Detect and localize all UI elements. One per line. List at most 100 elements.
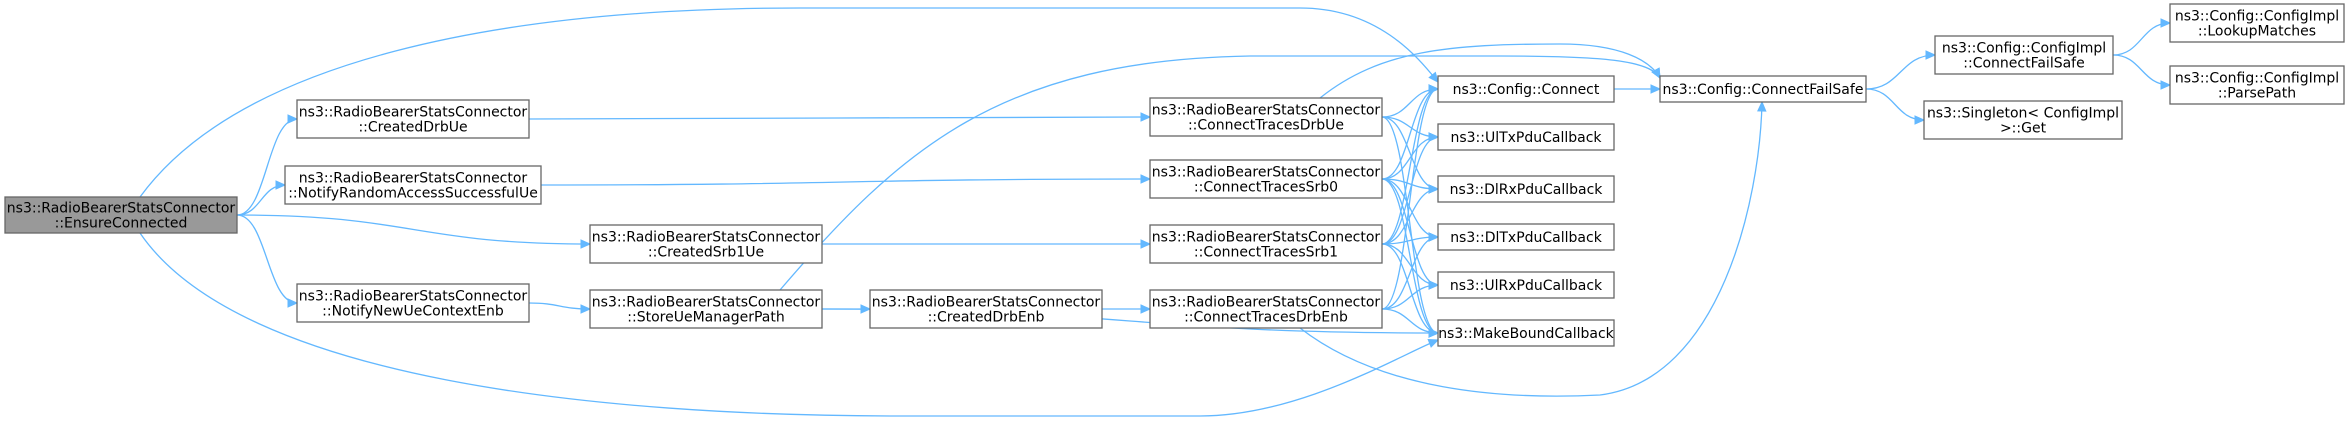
arrowhead-cfgConnect-to-connectFailSafe: [1650, 84, 1662, 94]
node-label-line: ns3::Config::ConfigImpl: [1942, 41, 2106, 57]
node-ctsrb1[interactable]: ns3::RadioBearerStatsConnector::ConnectT…: [1149, 224, 1383, 264]
node-ctdrbue[interactable]: ns3::RadioBearerStatsConnector::ConnectT…: [1149, 97, 1383, 137]
node-box: [1437, 75, 1615, 103]
arrowhead-connectFailSafe-to-implConnectFailSafe: [1925, 50, 1937, 60]
node-implconnectfailsafe[interactable]: ns3::Config::ConfigImpl::ConnectFailSafe: [1934, 35, 2114, 75]
node-label-line: ns3::RadioBearerStatsConnector: [1152, 295, 1381, 311]
edge-ctSrb1-to-ulRx: [1381, 243, 1439, 286]
node-label-line: ::LookupMatches: [2198, 24, 2316, 40]
edge-implConnectFailSafe-to-lookupMatches: [2112, 22, 2171, 56]
node-makebound[interactable]: ns3::MakeBoundCallback: [1437, 319, 1615, 347]
edge-ensure-to-cfgConnect: [139, 7, 1439, 198]
node-label-line: ns3::RadioBearerStatsConnector: [299, 289, 528, 305]
node-dlrx[interactable]: ns3::DlRxPduCallback: [1437, 175, 1615, 203]
node-ctsrb0[interactable]: ns3::RadioBearerStatsConnector::ConnectT…: [1149, 159, 1383, 199]
node-label-line: ::CreatedDrbUe: [358, 120, 467, 136]
node-parsepath[interactable]: ns3::Config::ConfigImpl::ParsePath: [2169, 65, 2345, 105]
node-label-line: ns3::RadioBearerStatsConnector: [7, 201, 236, 217]
edge-ctDrbEnb-to-cfgConnect: [1381, 88, 1439, 310]
root-node-box: [4, 196, 238, 234]
node-label-line: ns3::RadioBearerStatsConnector: [299, 105, 528, 121]
node-ultx[interactable]: ns3::UlTxPduCallback: [1437, 123, 1615, 151]
node-label-line: ns3::RadioBearerStatsConnector: [299, 171, 528, 187]
node-label-line: ::ConnectTracesDrbUe: [1188, 118, 1344, 134]
node-label-line: ::CreatedDrbEnb: [928, 310, 1045, 326]
node-label-line: ns3::Config::ConfigImpl: [2175, 9, 2339, 25]
edge-notifyRA-to-ctSrb0: [540, 178, 1151, 186]
node-createddrbue[interactable]: ns3::RadioBearerStatsConnector::CreatedD…: [296, 99, 530, 139]
edge-ctDrbUe-to-connectFailSafe: [1319, 43, 1661, 99]
edge-connectFailSafe-to-singletonGet: [1865, 88, 1925, 121]
node-lookupmatches[interactable]: ns3::Config::ConfigImpl::LookupMatches: [2169, 3, 2345, 43]
node-label-line: ns3::MakeBoundCallback: [1438, 326, 1614, 342]
node-notifynewue[interactable]: ns3::RadioBearerStatsConnector::NotifyNe…: [296, 283, 530, 323]
node-storeue[interactable]: ns3::RadioBearerStatsConnector::StoreUeM…: [589, 289, 823, 329]
node-ulrx[interactable]: ns3::UlRxPduCallback: [1437, 271, 1615, 299]
node-label-line: >::Get: [2000, 121, 2047, 137]
node-box: [2169, 3, 2345, 43]
node-box: [1149, 289, 1383, 329]
node-label-line: ns3::RadioBearerStatsConnector: [1152, 103, 1381, 119]
node-ctdrbenb[interactable]: ns3::RadioBearerStatsConnector::ConnectT…: [1149, 289, 1383, 329]
edge-implConnectFailSafe-to-parsePath: [2112, 54, 2171, 86]
arrowhead-implConnectFailSafe-to-parsePath: [2160, 80, 2172, 90]
node-box: [869, 289, 1103, 329]
node-box: [1149, 224, 1383, 264]
node-box: [1934, 35, 2114, 75]
edges-layer: [139, 7, 2172, 417]
node-box: [284, 165, 542, 205]
arrowhead-ctDrbEnb-to-dlTx: [1428, 232, 1440, 242]
node-singletonget[interactable]: ns3::Singleton< ConfigImpl >::Get: [1923, 100, 2123, 140]
node-notifyra[interactable]: ns3::RadioBearerStatsConnector::NotifyRa…: [284, 165, 542, 205]
node-label-line: ns3::Config::ConfigImpl: [2175, 71, 2339, 87]
arrowhead-ctDrbEnb-to-makeBound: [1428, 328, 1440, 338]
node-label-line: ns3::RadioBearerStatsConnector: [1152, 230, 1381, 246]
arrowhead-notifyRA-to-ctSrb0: [1140, 174, 1152, 184]
node-label-line: ::ConnectTracesSrb1: [1194, 245, 1338, 261]
edge-storeUe-to-connectFailSafe: [779, 55, 1661, 291]
node-label-line: ns3::Config::Connect: [1453, 82, 1600, 98]
arrowhead-ensure-to-notifyNewUe: [287, 298, 299, 308]
edge-ctSrb1-to-cfgConnect: [1381, 88, 1439, 245]
node-label-line: ns3::RadioBearerStatsConnector: [1152, 165, 1381, 181]
node-createddrbenb[interactable]: ns3::RadioBearerStatsConnector::CreatedD…: [869, 289, 1103, 329]
arrowhead-ctSrb1-to-dlRx: [1428, 184, 1440, 194]
arrowhead-ensure-to-createdDrbUe: [287, 114, 299, 124]
node-label-line: ::StoreUeManagerPath: [627, 310, 784, 326]
node-box: [589, 289, 823, 329]
edge-createdDrbUe-to-ctDrbUe: [528, 116, 1151, 120]
arrowhead-connectFailSafe-to-singletonGet: [1914, 115, 1926, 125]
node-box: [1437, 123, 1615, 151]
arrowhead-ctDrbEnb-to-cfgConnect: [1428, 84, 1440, 94]
node-box: [1437, 271, 1615, 299]
arrowhead-ensure-to-createdSrb1Ue: [580, 239, 592, 249]
edge-ctSrb0-to-makeBound: [1381, 178, 1439, 334]
arrowhead-ensure-to-makeBound: [1427, 339, 1440, 348]
edge-ctDrbEnb-to-connectFailSafe: [1299, 101, 1763, 397]
arrowhead-ctDrbUe-to-connectFailSafe: [1651, 67, 1661, 80]
edge-ensure-to-makeBound: [139, 232, 1439, 417]
node-label-line: ::NotifyNewUeContextEnb: [322, 304, 504, 320]
arrowhead-ctDrbEnb-to-connectFailSafe: [1757, 100, 1767, 112]
edge-ensure-to-createdSrb1Ue: [236, 214, 591, 245]
node-box: [1923, 100, 2123, 140]
node-box: [2169, 65, 2345, 105]
node-label-line: ns3::Singleton< ConfigImpl: [1927, 106, 2119, 122]
node-cfgconnect[interactable]: ns3::Config::Connect: [1437, 75, 1615, 103]
arrowhead-ctDrbEnb-to-ulRx: [1428, 280, 1440, 290]
node-box: [1149, 97, 1383, 137]
node-box: [1659, 75, 1867, 103]
node-ensure[interactable]: ns3::RadioBearerStatsConnector::EnsureCo…: [4, 196, 238, 234]
edge-ctSrb0-to-ulTx: [1381, 136, 1439, 180]
arrowhead-createdDrbUe-to-ctDrbUe: [1140, 112, 1152, 122]
node-label-line: ::ConnectTracesSrb0: [1194, 180, 1338, 196]
node-dltx[interactable]: ns3::DlTxPduCallback: [1437, 223, 1615, 251]
arrowhead-notifyNewUe-to-storeUe: [580, 304, 592, 314]
node-createdsrb1ue[interactable]: ns3::RadioBearerStatsConnector::CreatedS…: [589, 224, 823, 264]
node-label-line: ::CreatedSrb1Ue: [648, 245, 764, 261]
edge-ensure-to-notifyRA: [236, 184, 286, 216]
arrowhead-ensure-to-notifyRA: [275, 180, 287, 190]
node-box: [296, 99, 530, 139]
node-connectfailsafe[interactable]: ns3::Config::ConnectFailSafe: [1659, 75, 1867, 103]
